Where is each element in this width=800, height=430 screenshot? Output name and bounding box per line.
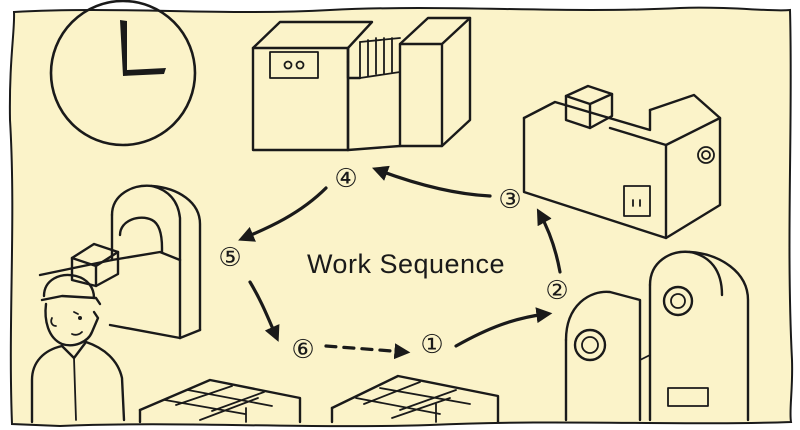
- pallet-icon: [138, 378, 302, 424]
- step-label-3: ③: [498, 185, 521, 215]
- step-label-2: ②: [545, 276, 568, 306]
- operator-icon: [30, 273, 126, 424]
- flow-arrows: [238, 165, 562, 360]
- machine-icon: [522, 84, 722, 240]
- step-label-4: ④: [334, 164, 357, 194]
- pallet-icon: [330, 374, 500, 424]
- clock-icon: [49, 0, 197, 147]
- step-label-1: ①: [420, 330, 443, 360]
- paper-panel: [8, 6, 794, 428]
- step-label-5: ⑤: [218, 243, 241, 273]
- machine-icon: [251, 16, 472, 152]
- diagram-title: Work Sequence: [307, 249, 505, 279]
- step-label-6: ⑥: [291, 335, 314, 365]
- machine-icon: [564, 250, 750, 422]
- machine-icon: [38, 184, 202, 340]
